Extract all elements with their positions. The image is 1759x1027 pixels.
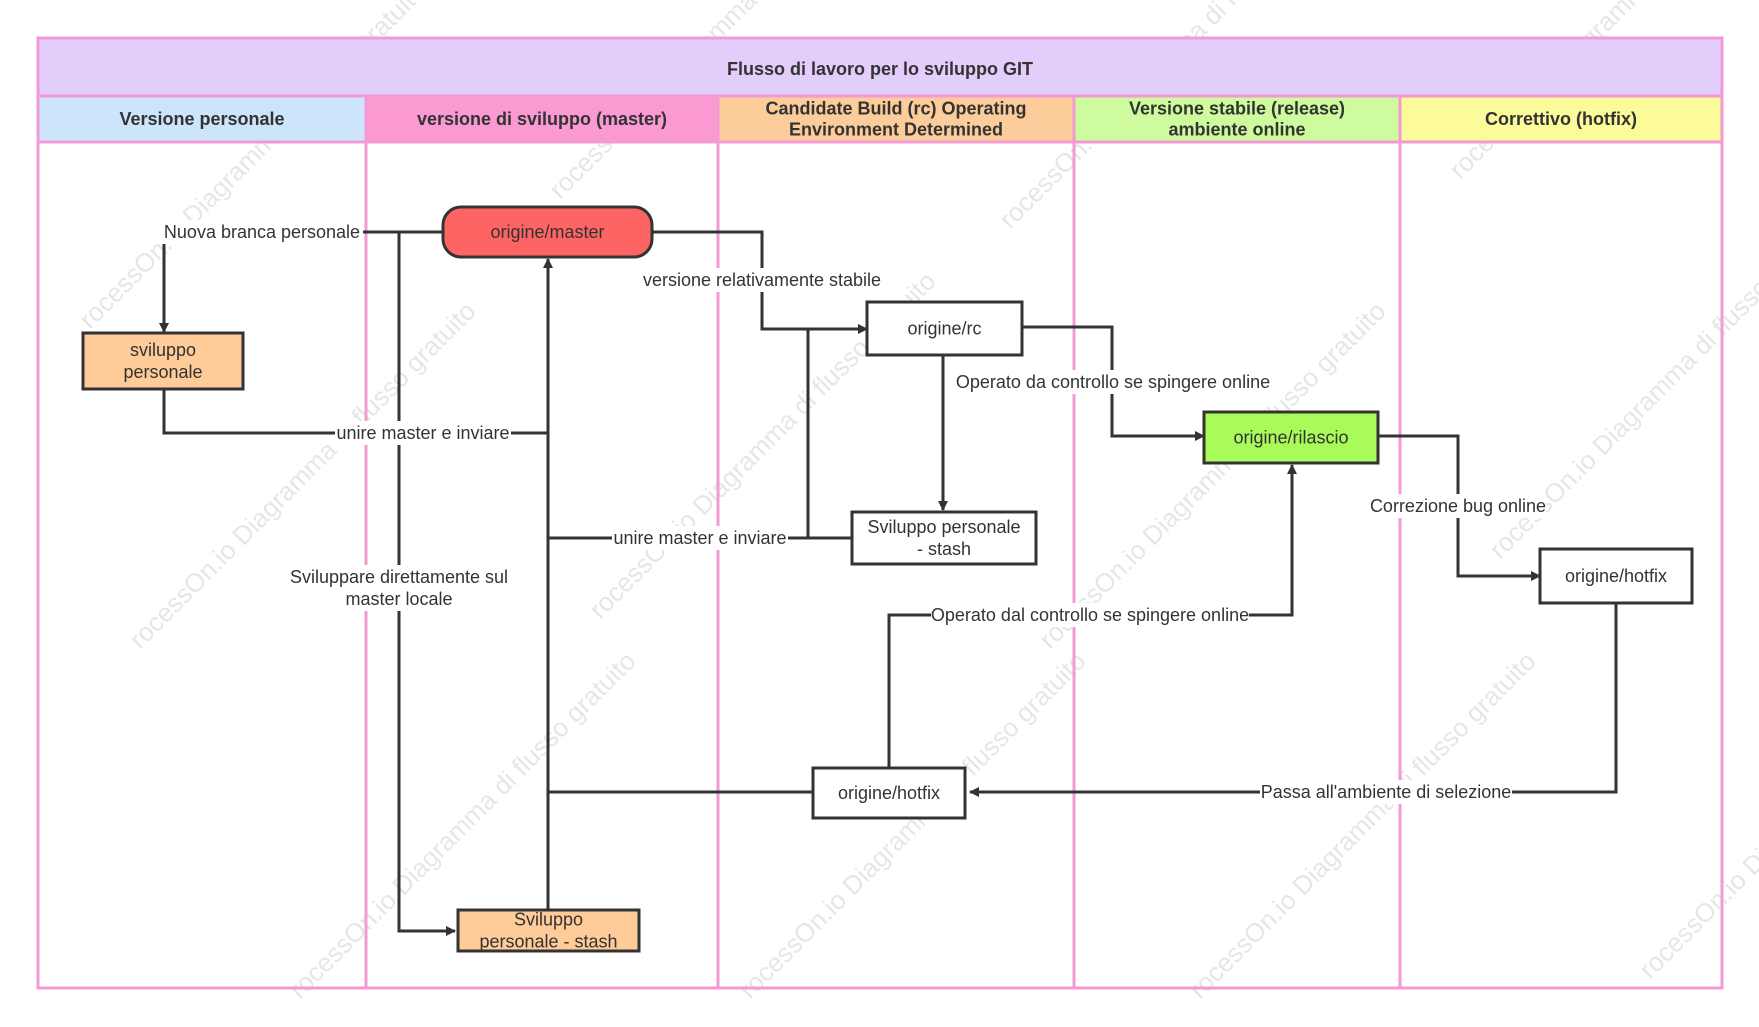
swimlane-container: Flusso di lavoro per lo sviluppo GIT Vers… — [36, 36, 1724, 990]
edge-label-merge1: unire master e inviare — [336, 423, 509, 443]
diagram-title: Flusso di lavoro per lo sviluppo GIT — [727, 59, 1033, 79]
edge-label-bg — [161, 220, 363, 244]
node-label: origine/rc — [907, 319, 981, 339]
lane-header-hotfix — [1398, 94, 1724, 144]
node-rc[interactable]: origine/rc — [865, 300, 1024, 357]
edge-label-stable: versione relativamente stabile — [643, 270, 881, 290]
node-box — [1202, 410, 1380, 465]
node-box — [441, 205, 654, 259]
edge-label-pass-env: Passa all'ambiente di selezione — [1261, 782, 1512, 802]
edge-label-bugfix: Correzione bug online — [1370, 496, 1546, 516]
lane-title-release: Versione stabile (release)ambiente onlin… — [1129, 99, 1345, 140]
node-label: origine/hotfix — [1565, 566, 1667, 586]
lane-title-dev: versione di sviluppo (master) — [417, 109, 667, 129]
edge-label-bg — [642, 268, 882, 292]
edge-label-bg — [289, 565, 509, 611]
lane-header-release — [1072, 94, 1402, 144]
watermark-text: rocessOn.io Diagramma di flusso gratuito — [1633, 626, 1759, 984]
edge-labels-layer: Nuova branca personale versione relativam… — [161, 220, 1546, 804]
edge-master-to-personal — [159, 230, 443, 333]
node-label: origine/rilascio — [1233, 428, 1348, 448]
node-label: origine/hotfix — [838, 783, 940, 803]
node-box — [456, 908, 641, 953]
watermark-text: rocessOn.io Diagramma di flusso gratuito — [1033, 296, 1391, 654]
edge-label-bg — [931, 603, 1249, 627]
node-label: Sviluppo personale- stash — [867, 517, 1020, 559]
lane-title-personal: Versione personale — [119, 109, 284, 129]
node-hotfix-lane[interactable]: origine/hotfix — [1538, 547, 1694, 605]
watermark-text: rocessOn.io Diagramma di flusso gratuito — [733, 646, 1091, 1004]
node-release[interactable]: origine/rilascio — [1202, 410, 1380, 465]
watermark-text: rocessOn.io Diagramma di flusso gratuito — [1183, 646, 1541, 1004]
node-label: origine/master — [490, 222, 604, 242]
node-box — [81, 331, 245, 391]
node-stash-rc[interactable]: Sviluppo personale- stash — [850, 510, 1038, 566]
node-box — [850, 510, 1038, 566]
edge-label-bg — [335, 421, 511, 445]
edge-label-operated-by: Operato da controllo se spingere online — [956, 372, 1270, 392]
edge-label-new-branch: Nuova branca personale — [164, 222, 360, 242]
title-bar — [36, 36, 1724, 98]
node-master[interactable]: origine/master — [441, 205, 654, 259]
edge-label-bg — [612, 526, 788, 550]
node-box — [811, 766, 967, 820]
edge-label-bg — [955, 370, 1271, 394]
edge-hotfix-lane-to-rc — [969, 604, 1618, 797]
outer-frame — [36, 36, 1724, 990]
node-box — [865, 300, 1024, 357]
node-box — [1538, 547, 1694, 605]
node-hotfix-rc[interactable]: origine/hotfix — [811, 766, 967, 820]
edge-label-bg — [1260, 780, 1512, 804]
edge-label-operated-from: Operato dal controllo se spingere online — [931, 605, 1249, 625]
lane-title-hotfix: Correttivo (hotfix) — [1485, 109, 1637, 129]
edge-label-bg — [1370, 494, 1546, 518]
edge-label-merge2: unire master e inviare — [613, 528, 786, 548]
